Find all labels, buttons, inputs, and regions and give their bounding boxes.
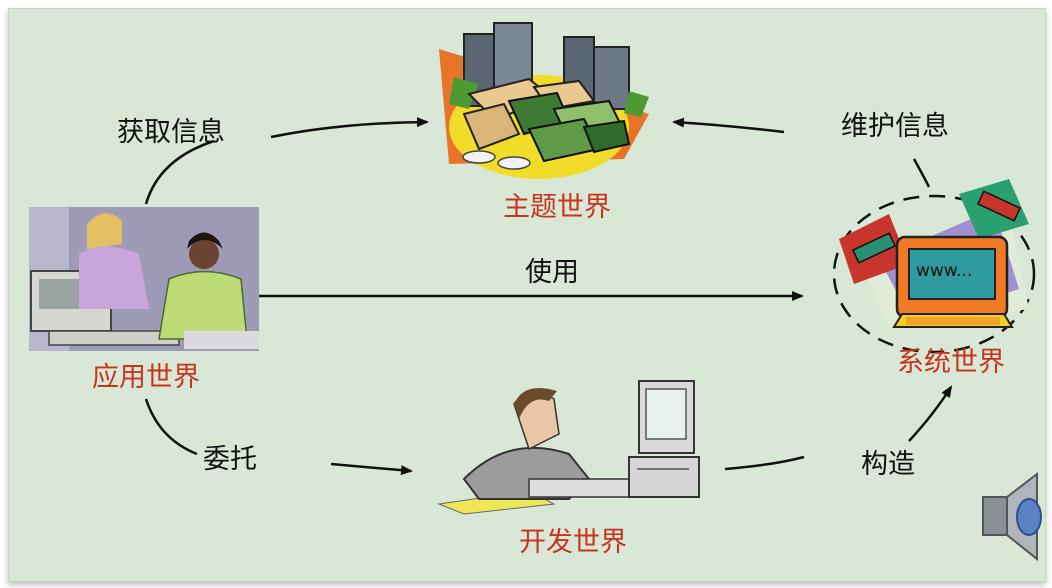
label-entrust: 委托 bbox=[203, 444, 257, 475]
speaker-icon[interactable] bbox=[982, 471, 1042, 562]
diagram-svg bbox=[29, 22, 1042, 562]
subject-world-label: 主题世界 bbox=[503, 192, 611, 223]
label-acquire-info: 获取信息 bbox=[117, 117, 225, 148]
label-maintain-info: 维护信息 bbox=[841, 111, 949, 142]
arrow-entrust bbox=[144, 398, 198, 456]
development-world-clipart bbox=[437, 380, 700, 515]
arrow-acquire-info bbox=[144, 139, 215, 205]
development-world-label: 开发世界 bbox=[519, 527, 627, 558]
application-world-clipart bbox=[29, 207, 259, 351]
application-world-label: 应用世界 bbox=[92, 362, 200, 393]
arrow-maintain-info bbox=[672, 117, 785, 134]
subject-world-clipart bbox=[439, 22, 649, 179]
system-world-clipart bbox=[832, 179, 1036, 354]
label-use: 使用 bbox=[525, 257, 579, 288]
diagram-canvas: www... 获取信息 维护信息 使用 委托 构造 主题世界 应用世界 系统世界… bbox=[8, 8, 1046, 582]
screen-text: www... bbox=[916, 261, 973, 281]
arrow-acquire-info-head bbox=[270, 117, 429, 139]
arrow-entrust-head bbox=[330, 462, 413, 476]
system-world-label: 系统世界 bbox=[897, 347, 1005, 378]
label-construct: 构造 bbox=[861, 449, 915, 480]
arrow-maintain-info-tail bbox=[912, 158, 931, 188]
arrow-construct-head bbox=[908, 385, 953, 442]
arrow-construct bbox=[724, 455, 805, 471]
